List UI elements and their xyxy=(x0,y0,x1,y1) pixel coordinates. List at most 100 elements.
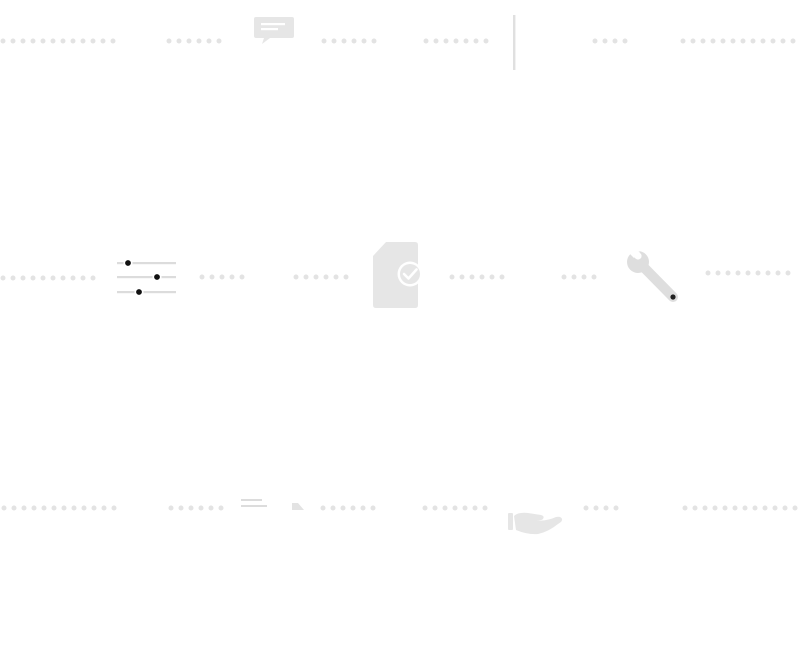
rule-dot xyxy=(110,38,116,44)
rule-dot xyxy=(720,38,726,44)
rule-dot xyxy=(790,38,796,44)
rule-dot xyxy=(218,505,224,511)
wrench-icon xyxy=(627,249,678,302)
rule-dot xyxy=(10,38,16,44)
rule-dot xyxy=(433,38,439,44)
rule-dot xyxy=(350,505,356,511)
rule-dot xyxy=(101,505,107,511)
rule-dot xyxy=(71,505,77,511)
rule-dot xyxy=(370,505,376,511)
rule-dot xyxy=(208,505,214,511)
rule-dot xyxy=(330,505,336,511)
rule-dot xyxy=(489,274,495,280)
rule-dot xyxy=(561,274,567,280)
rule-dot xyxy=(30,38,36,44)
vertical-divider xyxy=(513,15,516,70)
rule-dot xyxy=(612,38,618,44)
rule-dot xyxy=(745,270,751,276)
rule-dot xyxy=(321,38,327,44)
rule-dot xyxy=(690,38,696,44)
rule-dot xyxy=(603,505,609,511)
rule-dot xyxy=(343,274,349,280)
rule-dot xyxy=(40,38,46,44)
rule-dot xyxy=(206,38,212,44)
rule-dot xyxy=(750,38,756,44)
rule-dot xyxy=(11,505,17,511)
rule-dot xyxy=(219,274,225,280)
rule-dot xyxy=(730,38,736,44)
rule-dot xyxy=(340,505,346,511)
rule-dot xyxy=(80,38,86,44)
rule-dot xyxy=(168,505,174,511)
rule-dot xyxy=(692,505,698,511)
sliders-icon xyxy=(117,258,176,297)
rule-dot xyxy=(323,274,329,280)
rule-dot xyxy=(725,270,731,276)
rule-dot xyxy=(591,274,597,280)
rule-dot xyxy=(216,38,222,44)
rule-dot xyxy=(772,505,778,511)
rule-dot xyxy=(198,505,204,511)
rule-dot xyxy=(229,274,235,280)
rule-dot xyxy=(81,505,87,511)
rule-dot xyxy=(0,38,6,44)
rule-dot xyxy=(705,270,711,276)
rule-dot xyxy=(770,38,776,44)
rule-dot xyxy=(472,505,478,511)
rule-dot xyxy=(463,38,469,44)
rule-dot xyxy=(682,505,688,511)
rule-dot xyxy=(51,505,57,511)
rule-dot xyxy=(31,505,37,511)
rule-dot xyxy=(432,505,438,511)
rule-dot xyxy=(186,38,192,44)
rule-dot xyxy=(331,38,337,44)
rule-dot xyxy=(90,275,96,281)
rule-dot xyxy=(449,274,455,280)
rule-dot xyxy=(91,505,97,511)
rule-dot xyxy=(702,505,708,511)
rule-dot xyxy=(41,505,47,511)
rule-dot xyxy=(60,38,66,44)
rule-dot xyxy=(371,38,377,44)
rule-dot xyxy=(70,275,76,281)
rule-dot xyxy=(602,38,608,44)
rule-dot xyxy=(732,505,738,511)
rule-dot xyxy=(422,505,428,511)
rule-dot xyxy=(199,274,205,280)
rule-dot xyxy=(479,274,485,280)
rule-dot xyxy=(613,505,619,511)
rule-dot xyxy=(188,505,194,511)
rule-dot xyxy=(361,38,367,44)
rule-dot xyxy=(482,505,488,511)
rule-dot xyxy=(453,38,459,44)
dot-rules xyxy=(0,38,798,511)
speech-bubble-icon xyxy=(254,17,294,44)
rule-dot xyxy=(178,505,184,511)
rule-dot xyxy=(752,505,758,511)
small-shape-icon xyxy=(292,503,304,510)
rule-dot xyxy=(592,38,598,44)
rule-dot xyxy=(196,38,202,44)
rule-dot xyxy=(293,274,299,280)
rule-dot xyxy=(320,505,326,511)
rule-dot xyxy=(593,505,599,511)
rule-dot xyxy=(90,38,96,44)
rule-dot xyxy=(760,38,766,44)
rule-dot xyxy=(20,38,26,44)
rule-dot xyxy=(111,505,117,511)
rule-dot xyxy=(333,274,339,280)
rule-dot xyxy=(176,38,182,44)
rule-dot xyxy=(469,274,475,280)
rule-dot xyxy=(462,505,468,511)
rule-dot xyxy=(50,275,56,281)
rule-dot xyxy=(166,38,172,44)
rule-dot xyxy=(30,275,36,281)
rule-dot xyxy=(61,505,67,511)
rule-dot xyxy=(499,274,505,280)
rule-dot xyxy=(765,270,771,276)
rule-dot xyxy=(571,274,577,280)
rule-dot xyxy=(712,505,718,511)
rule-dot xyxy=(715,270,721,276)
rule-dot xyxy=(10,275,16,281)
